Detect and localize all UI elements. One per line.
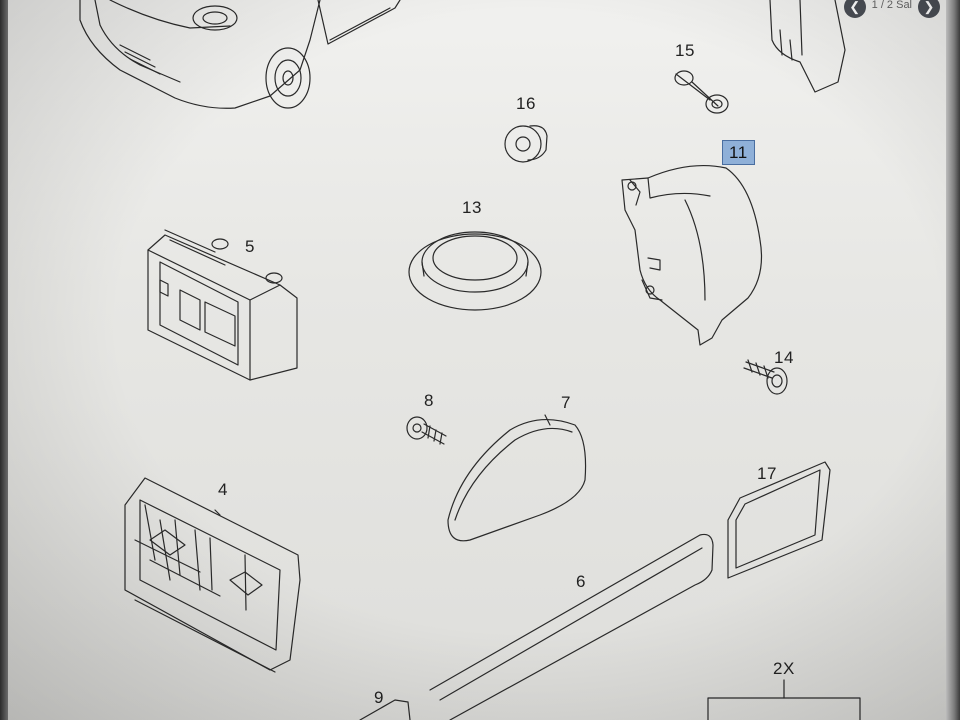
part-5-switch-block xyxy=(147,229,298,381)
part-9-partial xyxy=(359,699,411,720)
part-8-screw xyxy=(406,416,447,445)
part-number-6[interactable]: 6 xyxy=(576,572,586,591)
part-11-mirror-housing xyxy=(621,164,763,346)
chevron-right-icon: ❯ xyxy=(923,0,935,14)
part-number-15[interactable]: 15 xyxy=(675,41,695,60)
part-number-11-selected[interactable]: 11 xyxy=(722,140,755,165)
part-number-5[interactable]: 5 xyxy=(245,237,255,256)
monitor-bezel-right xyxy=(946,0,960,720)
monitor-bezel-left xyxy=(0,0,8,720)
part-number-17[interactable]: 17 xyxy=(757,464,777,483)
part-15-sleeve xyxy=(674,70,729,114)
page-label: 1 / 2 Sal xyxy=(871,0,912,11)
part-6-strip xyxy=(429,533,714,720)
partial-part-top-right xyxy=(769,0,846,93)
part-17-lens xyxy=(727,461,831,579)
callout-2x-box xyxy=(707,679,861,720)
part-7-mirror-glass xyxy=(447,414,587,542)
part-number-8[interactable]: 8 xyxy=(424,391,434,410)
part-number-9[interactable]: 9 xyxy=(374,688,384,707)
part-number-16[interactable]: 16 xyxy=(516,94,536,113)
next-page-button[interactable]: ❯ xyxy=(918,0,940,18)
vehicle-outline-illustration xyxy=(79,0,401,109)
part-14-screw xyxy=(743,359,788,395)
part-number-13[interactable]: 13 xyxy=(462,198,482,217)
part-number-4[interactable]: 4 xyxy=(218,480,228,499)
part-16-grommet xyxy=(504,125,548,163)
part-number-2x: 2X xyxy=(773,659,795,678)
part-number-14[interactable]: 14 xyxy=(774,348,794,367)
part-4-tray xyxy=(124,477,301,673)
chevron-left-icon: ❮ xyxy=(849,0,861,14)
part-13-seal-ring xyxy=(408,231,542,311)
viewer-navigation: ❮ 1 / 2 Sal ❯ xyxy=(843,0,940,20)
part-number-7[interactable]: 7 xyxy=(561,393,571,412)
previous-page-button[interactable]: ❮ xyxy=(843,0,866,18)
